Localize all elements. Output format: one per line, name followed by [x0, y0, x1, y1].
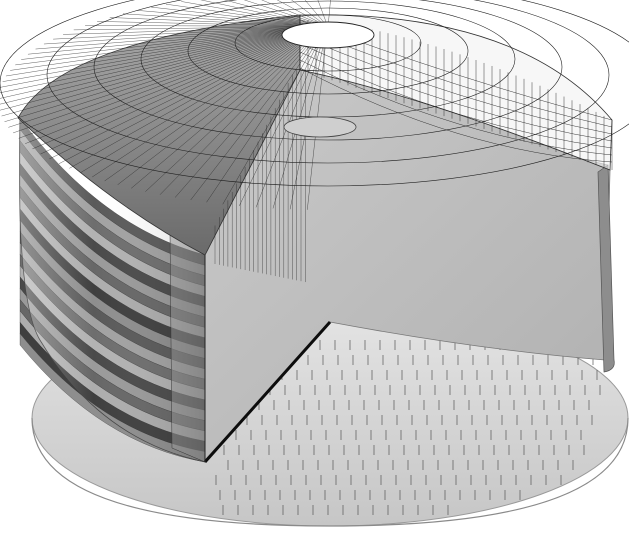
wire-arc	[299, 51, 613, 149]
roof-radial	[8, 38, 284, 128]
floor-mesh-ticks	[215, 340, 609, 515]
wire-arc	[299, 35, 613, 135]
roof-radial	[328, 0, 331, 23]
roof-radial	[261, 0, 317, 23]
roof-radial	[206, 46, 312, 203]
roof-radial	[181, 1, 308, 24]
roof-radial	[21, 30, 286, 60]
roof-radial	[0, 34, 283, 93]
roof-radial	[10, 31, 284, 71]
roof-radial	[2, 32, 283, 82]
roof-radial	[0, 34, 283, 99]
roof-ring	[46, 0, 610, 164]
roof-radial	[73, 26, 293, 31]
floor-cut-edge	[203, 321, 332, 463]
wire-arc	[299, 67, 613, 163]
roof-radial	[159, 46, 305, 195]
roof-radial	[92, 43, 296, 178]
shell-gloss	[19, 118, 205, 462]
roof-radial	[190, 46, 309, 201]
roof-radial	[5, 31, 284, 77]
roof-radial	[1, 36, 283, 117]
roof-radial	[174, 46, 307, 198]
roof-radial	[224, 0, 313, 23]
wire-arc	[299, 59, 613, 156]
roof-radial	[131, 45, 301, 189]
roof-ring	[187, 7, 469, 95]
roof-radial	[27, 29, 287, 55]
roof-radial	[104, 44, 297, 182]
roof-radial	[80, 43, 294, 173]
roof-back-wireframe	[299, 14, 613, 171]
wire-arc	[299, 43, 613, 142]
roof-radial	[145, 45, 303, 192]
roof-radial	[109, 17, 298, 26]
roof-radial	[49, 41, 290, 160]
roof-radial	[43, 28, 289, 45]
roof-radial	[304, 0, 324, 23]
roof-radial	[0, 33, 283, 88]
roof-radial	[97, 21, 296, 26]
roof-ring	[234, 14, 422, 72]
roof-radial	[117, 44, 299, 185]
roof-radial	[69, 42, 293, 169]
roof-radial	[291, 0, 322, 23]
inner-center-hub	[283, 116, 357, 138]
roof-radial	[136, 10, 302, 25]
roof-radial	[18, 39, 285, 139]
roof-radial	[13, 38, 285, 134]
roof-radial	[15, 30, 285, 66]
roof-radial	[40, 41, 288, 155]
roof-radial	[4, 37, 283, 122]
roof-radial	[317, 0, 327, 23]
roof-radial	[35, 28, 288, 50]
roof-radial	[239, 47, 316, 207]
roof-radial	[58, 42, 291, 164]
floor-rim	[31, 417, 629, 527]
roof-radial	[200, 0, 310, 24]
roof-radial	[165, 3, 306, 24]
roof-radial	[222, 47, 314, 205]
roof-radial	[63, 27, 292, 35]
roof-radial	[25, 40, 286, 144]
roof-radial	[123, 13, 300, 25]
roof-ring	[93, 0, 563, 141]
roof-radial	[0, 36, 283, 111]
roof-ring	[0, 0, 629, 187]
roof-radial	[151, 6, 304, 25]
roof-center-opening	[281, 21, 375, 49]
roof-radial	[53, 27, 290, 40]
roof-radial	[0, 35, 283, 105]
roof-radial	[277, 0, 319, 23]
roof-radial	[32, 40, 287, 150]
roof-radial	[244, 0, 315, 23]
shell-right-rim	[597, 164, 615, 373]
roof-radial	[85, 25, 295, 27]
